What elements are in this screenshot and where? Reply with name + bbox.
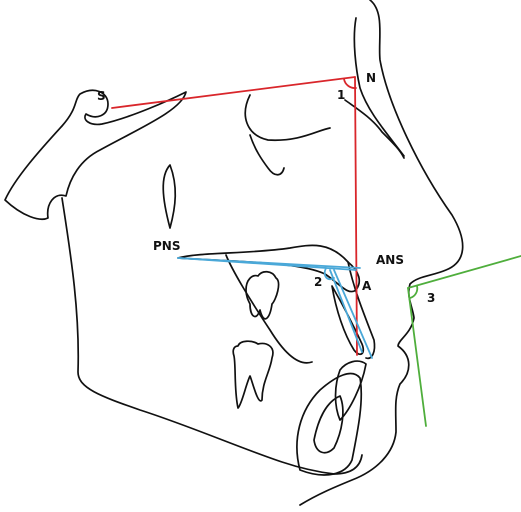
symphysis-inner xyxy=(314,396,343,453)
label-angle-3: 3 xyxy=(427,291,435,305)
label-pns: PNS xyxy=(153,239,180,253)
pterygoid-fissure xyxy=(163,165,175,228)
landmark-labels: S N 1 PNS ANS 2 A 3 xyxy=(97,71,435,305)
sella-cranial-base xyxy=(5,90,186,219)
mandible xyxy=(62,198,362,474)
label-n: N xyxy=(366,71,376,85)
upper-molar xyxy=(246,272,279,319)
label-angle-1: 1 xyxy=(337,88,345,102)
ramus-inner xyxy=(226,255,312,363)
label-angle-2: 2 xyxy=(314,275,322,289)
label-a: A xyxy=(362,279,372,293)
label-s: S xyxy=(97,89,106,103)
upper-lip-line xyxy=(408,256,521,288)
pns-a-line xyxy=(178,258,356,270)
orbit-contour xyxy=(245,95,330,140)
symphysis xyxy=(297,374,361,475)
lower-lip-line xyxy=(408,288,426,426)
lower-molar xyxy=(233,341,273,408)
label-ans: ANS xyxy=(376,253,404,267)
n-a-line xyxy=(355,77,357,355)
s-n-line xyxy=(112,77,355,108)
